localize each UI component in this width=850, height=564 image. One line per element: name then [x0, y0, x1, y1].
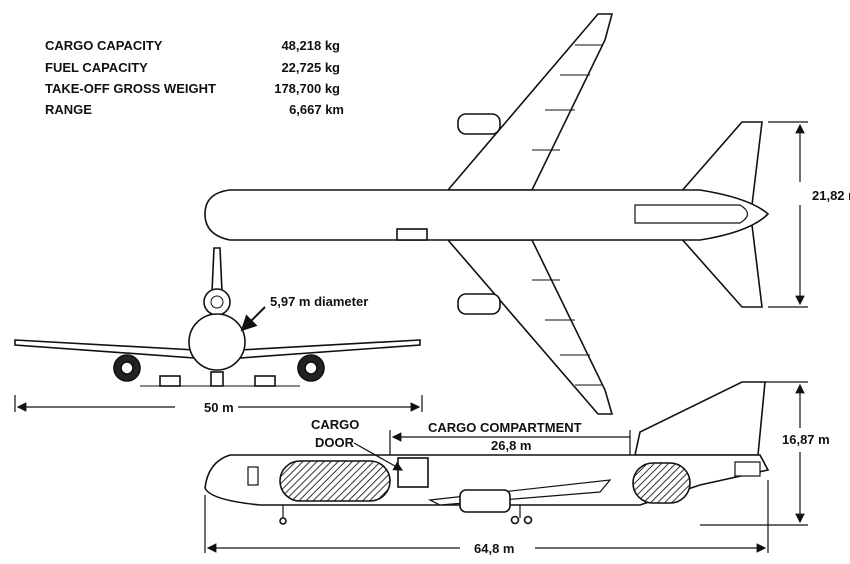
dimension-lines [14, 121, 808, 553]
spec-value: 6,667 km [289, 102, 344, 117]
length-label: 64,8 m [470, 541, 519, 556]
tail-span-label: 21,82 m [812, 188, 850, 203]
fuselage-top [204, 189, 770, 241]
height-label: 16,87 m [782, 432, 830, 447]
lower-wing [446, 239, 614, 415]
top-view [204, 13, 770, 415]
cargo-compartment-length: 26,8 m [491, 438, 532, 453]
cargo-door-label-1: CARGO [311, 417, 360, 432]
spec-label: RANGE [45, 102, 92, 117]
upper-wing [446, 13, 614, 191]
spec-label: FUEL CAPACITY [45, 60, 148, 75]
engine-side [459, 489, 511, 513]
tail-fin-front [211, 247, 223, 293]
spec-value: 48,218 kg [281, 38, 340, 53]
upper-engine [457, 113, 501, 135]
spec-label: CARGO CAPACITY [45, 38, 163, 53]
right-wing-front [239, 339, 421, 359]
fuselage-front [188, 313, 246, 371]
aft-cargo-area [632, 462, 691, 504]
cargo-door-label-2: DOOR [315, 435, 354, 450]
cargo-compartment-label: CARGO COMPARTMENT [425, 420, 585, 435]
lower-engine [457, 293, 501, 315]
tail-fin-side [634, 381, 766, 456]
cargo-door [397, 457, 429, 488]
spec-value: 178,700 kg [274, 81, 340, 96]
front-view [14, 247, 421, 387]
spec-value: 22,725 kg [281, 60, 340, 75]
diameter-label: 5,97 m diameter [270, 294, 369, 309]
left-wing-front [14, 339, 196, 359]
wingspan-label: 50 m [200, 400, 238, 415]
wing-box [396, 228, 428, 241]
spec-label: TAKE-OFF GROSS WEIGHT [45, 81, 216, 96]
forward-cargo-area [279, 460, 391, 502]
side-view [204, 381, 770, 525]
